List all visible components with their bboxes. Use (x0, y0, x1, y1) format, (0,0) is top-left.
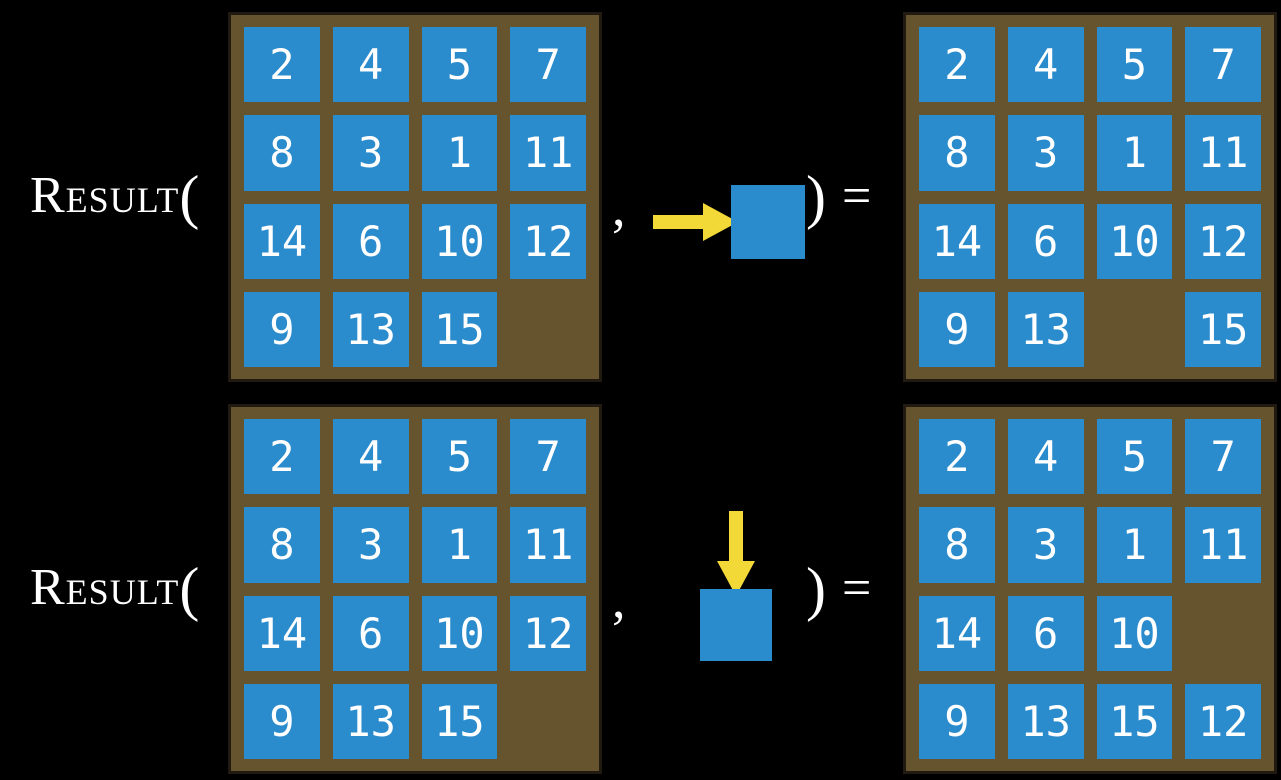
puzzle-tile: 13 (1007, 683, 1084, 759)
empty-cell (510, 292, 586, 367)
puzzle-tile: 1 (1096, 115, 1173, 191)
puzzle-tile: 7 (510, 419, 586, 495)
puzzle-tile: 11 (510, 507, 586, 583)
puzzle-tile: 2 (244, 27, 320, 103)
action-move-right (653, 185, 805, 259)
puzzle-tile: 10 (1096, 203, 1173, 279)
close-equals-group: ) = (806, 167, 871, 227)
puzzle-tile: 8 (919, 507, 995, 583)
puzzle-tile: 6 (1007, 595, 1084, 671)
puzzle-tile: 3 (1007, 115, 1084, 191)
close-equals-group: ) = (806, 559, 871, 619)
puzzle-tile: 14 (244, 595, 320, 671)
puzzle-tile: 10 (421, 203, 498, 279)
comma-separator: , (612, 177, 626, 237)
puzzle-tile: 5 (421, 27, 498, 103)
puzzle-tile: 14 (919, 595, 995, 671)
puzzle-tile: 6 (1007, 203, 1084, 279)
puzzle-tile: 11 (1185, 115, 1261, 191)
puzzle-tile: 2 (919, 419, 995, 495)
puzzle-tile: 15 (1185, 291, 1261, 367)
puzzle-tile: 2 (919, 27, 995, 103)
close-paren: ) (806, 556, 826, 622)
puzzle-tile: 3 (332, 115, 409, 191)
arrow-right-icon (653, 203, 738, 241)
puzzle-tile: 4 (1007, 419, 1084, 495)
action-move-down (700, 511, 772, 661)
puzzle-tile: 15 (421, 291, 498, 367)
puzzle-tile: 7 (1185, 419, 1261, 495)
result-function-label: Result( (30, 559, 200, 619)
close-paren: ) (806, 164, 826, 230)
puzzle-tile: 3 (1007, 507, 1084, 583)
function-name: Result (30, 559, 180, 616)
puzzle-tile: 12 (1185, 683, 1261, 759)
puzzle-tile: 7 (510, 27, 586, 103)
empty-cell (1097, 292, 1173, 367)
puzzle-tile: 11 (510, 115, 586, 191)
result-function-label: Result( (30, 167, 200, 227)
empty-cell (510, 684, 586, 759)
open-paren: ( (179, 164, 201, 230)
puzzle-tile: 13 (1007, 291, 1084, 367)
puzzle-tile: 8 (244, 115, 320, 191)
puzzle-tile: 5 (1096, 419, 1173, 495)
puzzle-tile: 14 (919, 203, 995, 279)
puzzle-tile: 2 (244, 419, 320, 495)
puzzle-tile: 4 (1007, 27, 1084, 103)
open-paren: ( (179, 556, 201, 622)
function-name: Result (30, 167, 180, 224)
puzzle-tile: 12 (510, 595, 586, 671)
puzzle-tile: 13 (332, 683, 409, 759)
puzzle-tile: 5 (421, 419, 498, 495)
action-tile (731, 185, 805, 259)
puzzle-tile: 10 (1096, 595, 1173, 671)
puzzle-tile: 9 (244, 683, 320, 759)
puzzle-tile: 8 (244, 507, 320, 583)
puzzle-tile: 5 (1096, 27, 1173, 103)
puzzle-tile: 9 (919, 291, 995, 367)
puzzle-tile: 4 (332, 419, 409, 495)
puzzle-tile: 1 (421, 507, 498, 583)
puzzle-tile: 6 (332, 595, 409, 671)
puzzle-tile: 15 (1096, 683, 1173, 759)
puzzle-tile: 10 (421, 595, 498, 671)
puzzle-tile: 15 (421, 683, 498, 759)
puzzle-tile: 9 (919, 683, 995, 759)
action-tile (700, 589, 772, 661)
puzzle-tile: 9 (244, 291, 320, 367)
puzzle-tile: 14 (244, 203, 320, 279)
puzzle-tile: 4 (332, 27, 409, 103)
puzzle-tile: 8 (919, 115, 995, 191)
puzzle-tile: 6 (332, 203, 409, 279)
equals-sign: = (841, 168, 872, 225)
puzzle-tile: 7 (1185, 27, 1261, 103)
puzzle-tile: 3 (332, 507, 409, 583)
puzzle-tile: 12 (510, 203, 586, 279)
puzzle-tile: 11 (1185, 507, 1261, 583)
puzzle-tile: 1 (421, 115, 498, 191)
empty-cell (1185, 596, 1261, 671)
puzzle-tile: 13 (332, 291, 409, 367)
puzzle-tile: 12 (1185, 203, 1261, 279)
equals-sign: = (841, 560, 872, 617)
puzzle-tile: 1 (1096, 507, 1173, 583)
comma-separator: , (612, 569, 626, 629)
arrow-down-icon (717, 511, 755, 596)
